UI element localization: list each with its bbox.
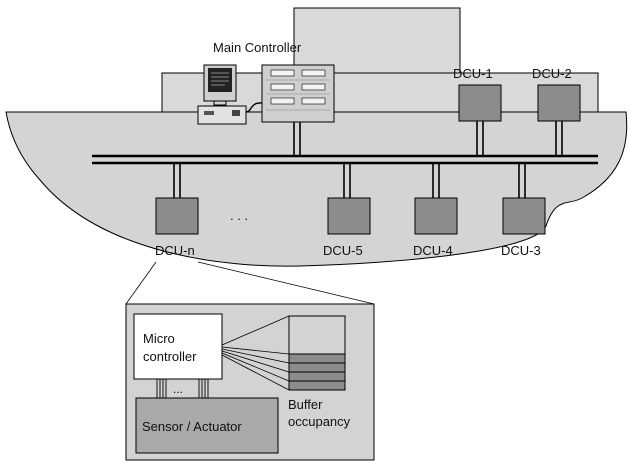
dcu-2-box bbox=[538, 85, 580, 121]
sensor-actuator-label: Sensor / Actuator bbox=[142, 419, 242, 434]
main-controller-rack bbox=[262, 65, 334, 122]
dcu-3-box bbox=[503, 198, 545, 234]
dcu-2-label: DCU-2 bbox=[532, 66, 572, 81]
microcontroller-label-line2: controller bbox=[143, 349, 197, 364]
dcu-3-label: DCU-3 bbox=[501, 243, 541, 258]
dcu-n-label: DCU-n bbox=[155, 243, 195, 258]
microcontroller-box bbox=[134, 314, 222, 379]
dcu-1-label: DCU-1 bbox=[453, 66, 493, 81]
dcu-4-box bbox=[415, 198, 457, 234]
buffer-occupancy-label-line1: Buffer bbox=[288, 397, 323, 412]
main-controller-label: Main Controller bbox=[213, 40, 302, 55]
ellipsis-wires: ... bbox=[173, 382, 183, 396]
dcu-5-label: DCU-5 bbox=[323, 243, 363, 258]
zoom-lines bbox=[126, 262, 374, 304]
microcontroller-label-line1: Micro bbox=[143, 331, 175, 346]
dcu-n-box bbox=[156, 198, 198, 234]
dcu-5-box bbox=[328, 198, 370, 234]
ellipsis-dcus: . . . bbox=[230, 208, 248, 223]
buffer-occupancy-label-line2: occupancy bbox=[288, 414, 351, 429]
buffer-stack bbox=[289, 316, 345, 390]
dcu-1-box bbox=[459, 85, 501, 121]
dcu-4-label: DCU-4 bbox=[413, 243, 453, 258]
